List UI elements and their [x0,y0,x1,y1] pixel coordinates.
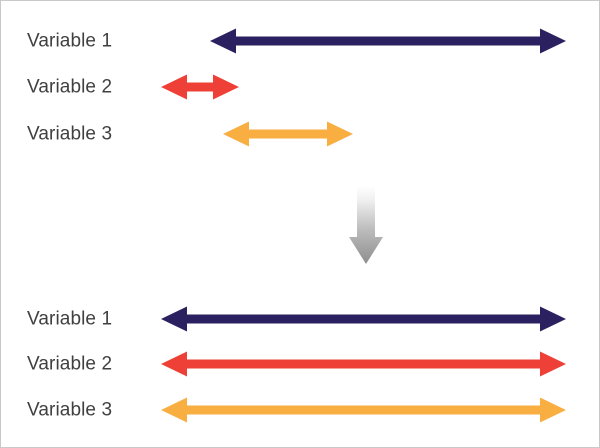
top-label-variable-2: Variable 2 [27,76,113,98]
top-arrow-red [161,74,239,100]
bottom-arrow-group [161,306,566,423]
bottom-arrow-red [161,351,566,377]
top-label-variable-1: Variable 1 [27,30,113,52]
bottom-label-variable-1: Variable 1 [27,308,113,330]
bottom-label-variable-3: Variable 3 [27,399,113,421]
bottom-arrow-navy [161,306,566,332]
bottom-arrow-orange [161,397,566,423]
top-arrow-navy [210,28,566,54]
down-arrow-icon [349,186,383,264]
top-arrow-group [161,28,566,147]
top-label-variable-3: Variable 3 [27,123,113,145]
transition-arrow-group [349,186,383,264]
bottom-label-variable-2: Variable 2 [27,353,113,375]
top-arrow-orange [223,121,353,147]
